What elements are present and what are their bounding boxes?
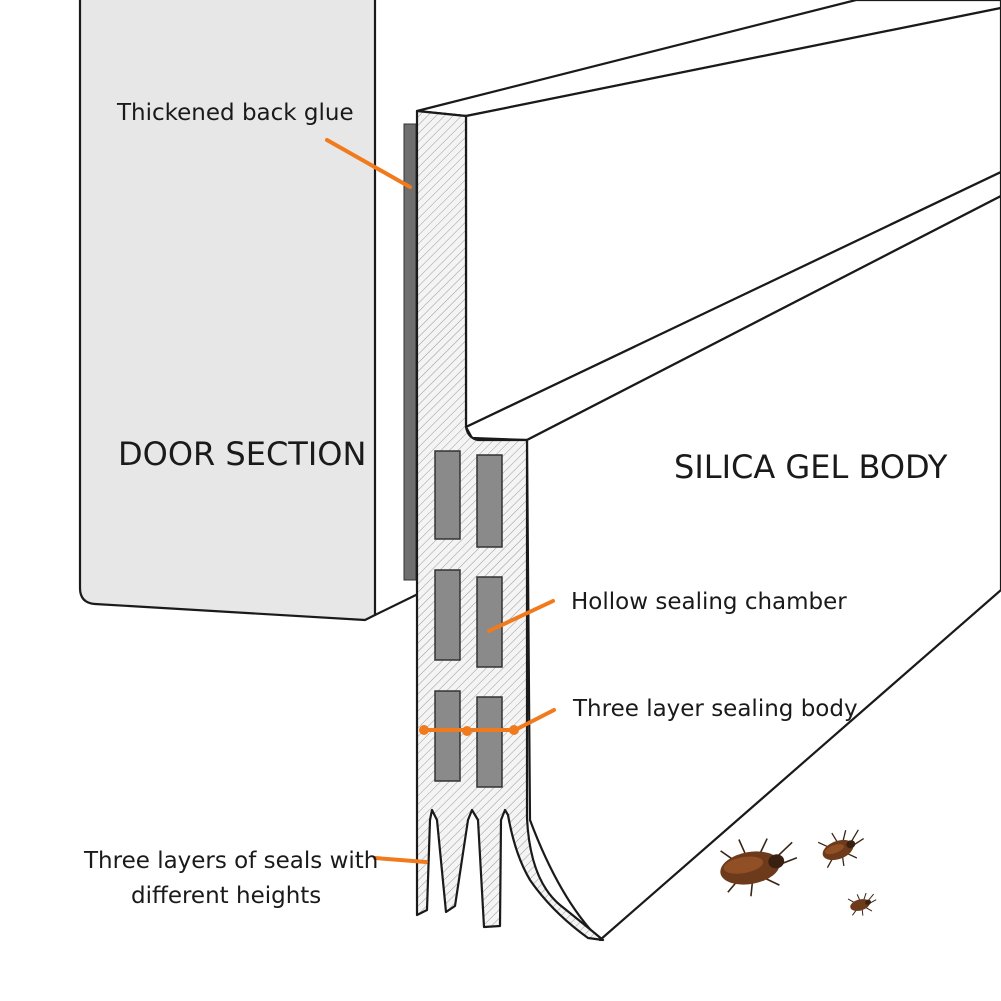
leader-three-layer bbox=[419, 708, 556, 736]
chamber-r2-c2 bbox=[476, 576, 503, 668]
chamber-r1-c2 bbox=[476, 454, 503, 548]
leader-seals bbox=[373, 856, 428, 864]
label-silica-body: SILICA GEL BODY bbox=[674, 448, 948, 486]
chamber-r1-c1 bbox=[434, 450, 461, 540]
door-section-panel bbox=[78, 0, 377, 622]
leader-back-glue bbox=[325, 138, 412, 189]
label-back-glue: Thickened back glue bbox=[116, 100, 354, 126]
label-seals-line2: different heights bbox=[131, 883, 321, 909]
leader-hollow-chamber bbox=[487, 599, 555, 633]
label-three-layer-body: Three layer sealing body bbox=[572, 696, 858, 722]
door-bottom-edge bbox=[374, 593, 419, 616]
cockroach-icon bbox=[817, 829, 864, 869]
chamber-r3-c2 bbox=[476, 696, 503, 788]
chamber-r3-c1 bbox=[434, 690, 461, 782]
label-seals-line1: Three layers of seals with bbox=[83, 848, 378, 874]
back-glue-strip bbox=[403, 123, 417, 581]
cockroach-icon bbox=[720, 838, 798, 897]
hollow-chambers bbox=[434, 450, 503, 788]
label-hollow-chamber: Hollow sealing chamber bbox=[571, 589, 847, 615]
chamber-r2-c1 bbox=[434, 569, 461, 661]
cockroach-icon bbox=[847, 892, 877, 916]
label-door-section: DOOR SECTION bbox=[118, 435, 366, 473]
